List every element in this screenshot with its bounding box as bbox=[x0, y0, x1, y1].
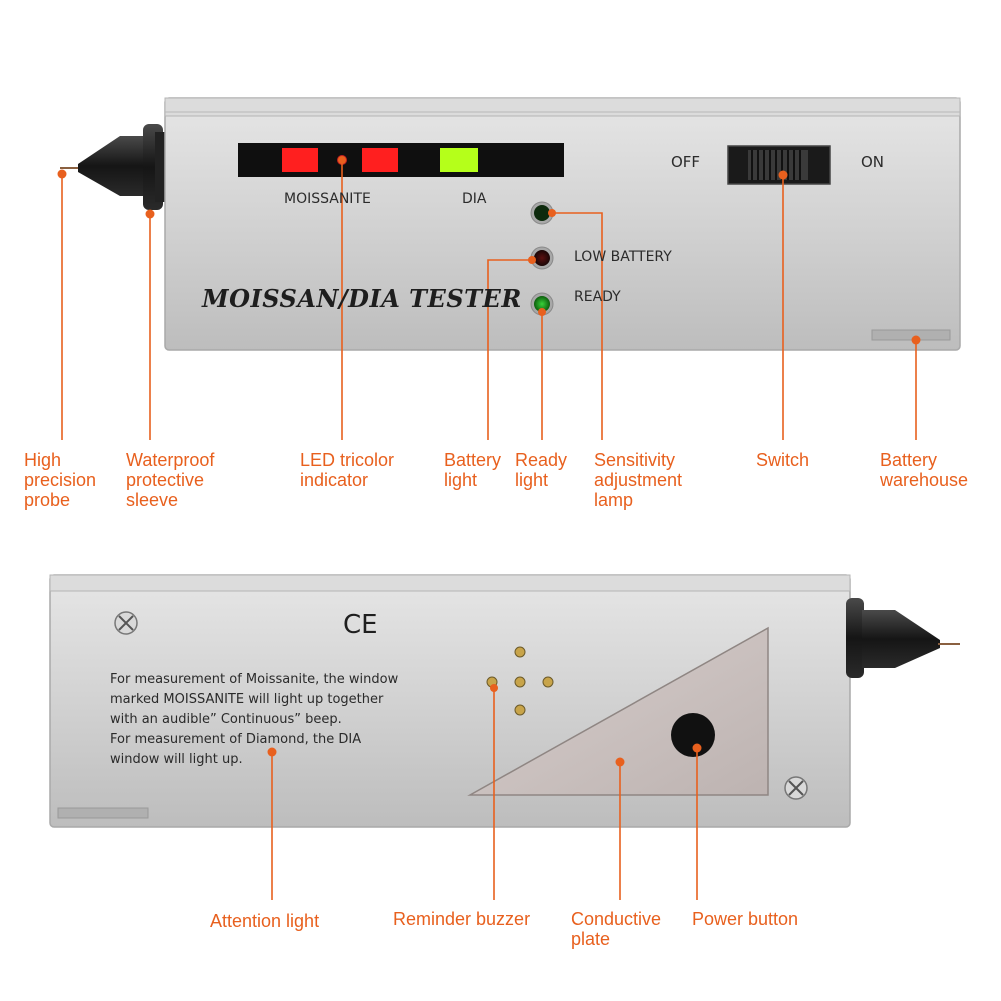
led-moissanite-left bbox=[282, 148, 318, 172]
callout-line: Power button bbox=[692, 909, 799, 929]
callout-line: probe bbox=[24, 490, 71, 510]
label-on: ON bbox=[861, 153, 885, 171]
instruction-line: For measurement of Diamond, the DIA bbox=[110, 732, 362, 747]
sensitivity-led bbox=[534, 205, 550, 221]
callout-conductive-plate: Conductive plate bbox=[571, 909, 661, 949]
callout-line: plate bbox=[571, 929, 611, 949]
screw-right bbox=[784, 776, 808, 800]
callout-line: Reminder buzzer bbox=[393, 909, 531, 929]
ready-led bbox=[534, 296, 550, 312]
screw-left bbox=[114, 611, 138, 635]
instructions: For measurement of Moissanite, the windo… bbox=[110, 670, 398, 770]
callout-battery-warehouse: Battery warehouse bbox=[880, 450, 968, 490]
instruction-line: For measurement of Moissanite, the windo… bbox=[110, 672, 399, 687]
callout-line: adjustment bbox=[594, 470, 683, 490]
top-probe bbox=[60, 124, 167, 210]
power-switch bbox=[727, 145, 831, 185]
instruction-line: window will light up. bbox=[110, 752, 243, 767]
ce-mark: CE bbox=[343, 610, 378, 640]
led-window bbox=[238, 143, 564, 177]
callout-line: Sensitivity bbox=[594, 450, 676, 470]
power-button bbox=[671, 713, 715, 757]
label-moissanite: MOISSANITE bbox=[284, 191, 371, 207]
instruction-line: marked MOISSANITE will light up together bbox=[110, 692, 384, 707]
callout-switch: Switch bbox=[756, 450, 809, 470]
device-title: MOISSAN/DIA TESTER bbox=[202, 284, 522, 313]
bottom-probe bbox=[846, 598, 960, 678]
callout-line: LED tricolor bbox=[300, 450, 395, 470]
callout-reminder-buzzer: Reminder buzzer bbox=[393, 909, 530, 929]
callout-led: LED tricolor indicator bbox=[300, 450, 394, 490]
leaders-top bbox=[57, 156, 921, 440]
leaders-bottom bbox=[267, 684, 702, 900]
callout-line: protective bbox=[126, 470, 205, 490]
callout-line: light bbox=[515, 470, 549, 490]
callout-line: precision bbox=[24, 470, 97, 490]
led-dia bbox=[440, 148, 478, 172]
label-off: OFF bbox=[671, 153, 701, 171]
buzzer-holes bbox=[486, 646, 554, 716]
callout-line: Ready bbox=[515, 450, 568, 470]
label-dia: DIA bbox=[462, 191, 487, 207]
callout-ready-light: Ready light bbox=[515, 450, 567, 490]
callout-line: Switch bbox=[756, 450, 810, 470]
led-moissanite-right bbox=[362, 148, 398, 172]
callout-battery-light: Battery light bbox=[444, 450, 501, 490]
callout-sleeve: Waterproof protective sleeve bbox=[126, 450, 214, 510]
callout-power-button: Power button bbox=[692, 909, 798, 929]
callout-line: light bbox=[444, 470, 478, 490]
instruction-line: with an audible” Continuous” beep. bbox=[110, 712, 342, 727]
callout-line: indicator bbox=[300, 470, 369, 490]
label-ready: READY bbox=[574, 289, 621, 305]
low-battery-led bbox=[534, 250, 550, 266]
callout-line: warehouse bbox=[880, 470, 969, 490]
callout-line: Conductive bbox=[571, 909, 662, 929]
callout-sensitivity: Sensitivity adjustment lamp bbox=[594, 450, 682, 510]
label-low-battery: LOW BATTERY bbox=[574, 249, 672, 265]
callout-attention-light: Attention light bbox=[210, 911, 319, 931]
callout-line: sleeve bbox=[126, 490, 179, 510]
callout-line: High bbox=[24, 450, 62, 470]
callout-line: lamp bbox=[594, 490, 634, 510]
callout-probe: High precision probe bbox=[24, 450, 96, 510]
callout-line: Battery bbox=[880, 450, 938, 470]
callout-line: Attention light bbox=[210, 911, 320, 931]
callout-line: Battery bbox=[444, 450, 502, 470]
callout-line: Waterproof bbox=[126, 450, 215, 470]
